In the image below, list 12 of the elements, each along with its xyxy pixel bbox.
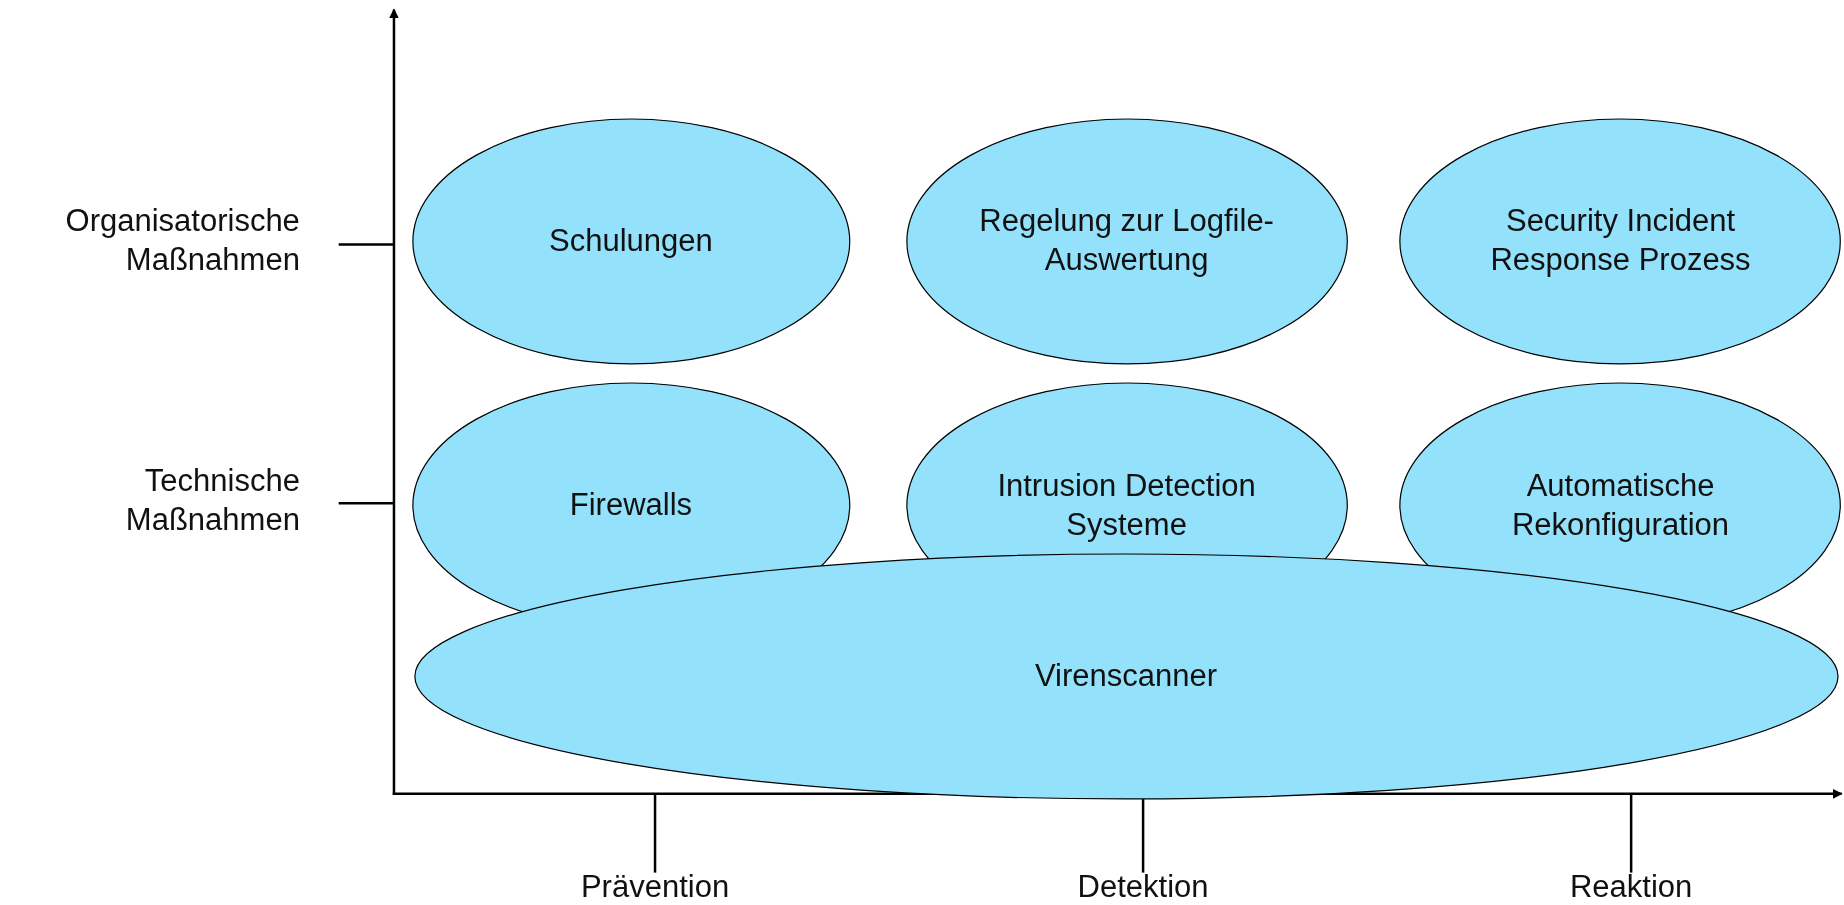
ellipse-label: Virenscanner bbox=[1034, 656, 1218, 695]
ellipse-label: Security Incident Response Prozess bbox=[1489, 202, 1752, 280]
axis-label: Organisatorische Maßnahmen bbox=[64, 202, 300, 279]
axis-label: Technische Maßnahmen bbox=[124, 462, 300, 539]
axis-label: Prävention bbox=[579, 867, 731, 905]
ellipse-label: Schulungen bbox=[549, 221, 713, 260]
axis-label: Reaktion bbox=[1568, 867, 1694, 905]
ellipse-label: Automatische Rekonfiguration bbox=[1510, 466, 1731, 544]
ellipse-label: Firewalls bbox=[569, 486, 693, 525]
ellipse-label: Regelung zur Logfile-Auswertung bbox=[978, 202, 1275, 280]
axis-label: Detektion bbox=[1076, 867, 1210, 905]
ellipse-label: Intrusion Detection Systeme bbox=[996, 466, 1257, 544]
